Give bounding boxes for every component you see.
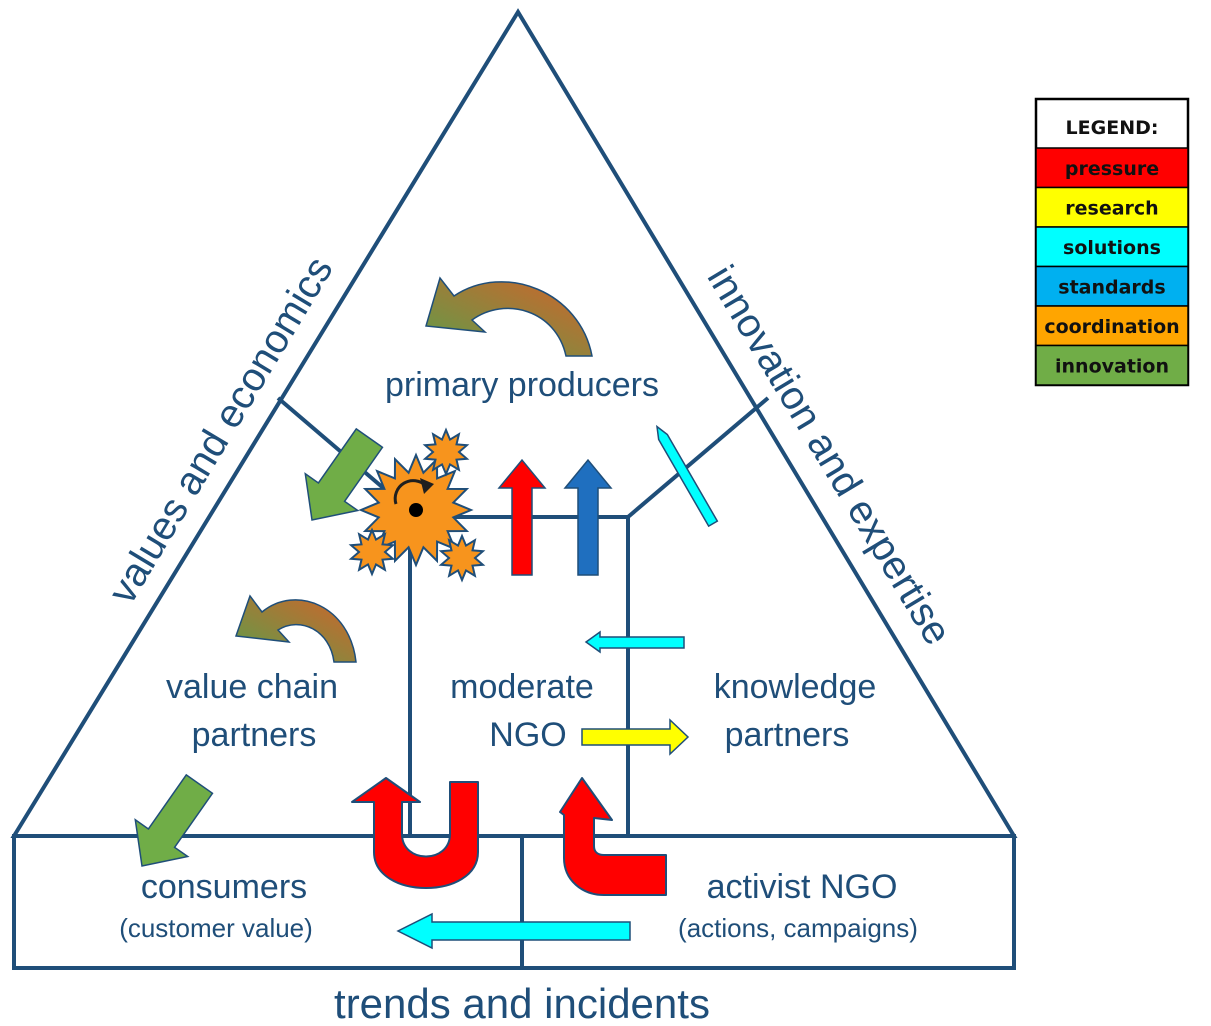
activist-ngo-sublabel: (actions, campaigns) <box>678 913 918 943</box>
bottom-box <box>12 834 1016 970</box>
solutions-arrow-to-consumers <box>396 912 631 950</box>
legend-title: LEGEND: <box>1066 117 1159 139</box>
moderate-ngo-label-line2: NGO <box>489 716 566 754</box>
legend-items: pressure research solutions standards coordi… <box>1035 147 1189 386</box>
left-side-label: values and economics <box>100 249 342 611</box>
legend: LEGEND: pressure research solutions standar… <box>1034 97 1190 387</box>
legend-swatch-standards <box>1035 265 1189 307</box>
gear-bottom-right-icon <box>438 533 486 583</box>
gear-center-dot <box>409 503 423 517</box>
triangle-structure <box>10 8 1018 970</box>
rotation-arrowhead-icon <box>420 478 434 494</box>
legend-swatch-pressure <box>1035 147 1189 189</box>
pressure-u-turn-arrow <box>351 777 479 889</box>
consumers-label: consumers <box>141 868 307 906</box>
legend-label-innovation: innovation <box>1055 356 1169 378</box>
coordination-gears <box>348 427 486 583</box>
activist-ngo-label: activist NGO <box>707 868 898 906</box>
legend-swatch-coordination <box>1035 305 1189 347</box>
left-connector <box>276 396 390 494</box>
legend-swatch-research <box>1035 186 1189 228</box>
primary-producers-label: primary producers <box>385 366 659 404</box>
legend-label-standards: standards <box>1058 277 1165 299</box>
solutions-arrow-diagonal <box>656 424 719 528</box>
consumers-sublabel: (customer value) <box>119 913 313 943</box>
outer-triangle <box>10 8 1018 838</box>
value-chain-label-line2: partners <box>192 716 317 754</box>
knowledge-partners-label-line1: knowledge <box>714 668 877 706</box>
standards-arrow-up <box>563 458 613 576</box>
bottom-side-label: trends and incidents <box>334 980 710 1026</box>
gear-top-icon <box>422 427 470 477</box>
moderate-ngo-label-line1: moderate <box>450 668 594 706</box>
innovation-arrow-to-producers-gear <box>304 427 384 521</box>
pressure-arrow-up <box>497 458 547 576</box>
primary-producers-curved-arrow <box>425 276 593 357</box>
knowledge-partners-label-line2: partners <box>725 716 850 754</box>
solutions-arrow-left-knowledge <box>584 630 685 654</box>
legend-label-research: research <box>1065 198 1158 220</box>
value-chain-label-line1: value chain <box>166 668 338 706</box>
right-side-label: innovation and expertise <box>699 258 960 652</box>
pressure-l-arrow <box>559 777 667 896</box>
legend-label-solutions: solutions <box>1063 237 1161 259</box>
legend-label-pressure: pressure <box>1065 158 1159 180</box>
right-connector <box>626 396 770 519</box>
legend-label-coordination: coordination <box>1044 316 1179 338</box>
research-arrow-to-knowledge <box>581 718 690 756</box>
gear-bottom-left-icon <box>348 527 396 577</box>
value-chain-curved-arrow <box>234 594 357 663</box>
legend-swatch-innovation <box>1035 344 1189 386</box>
innovation-arrow-to-consumers <box>134 773 214 867</box>
